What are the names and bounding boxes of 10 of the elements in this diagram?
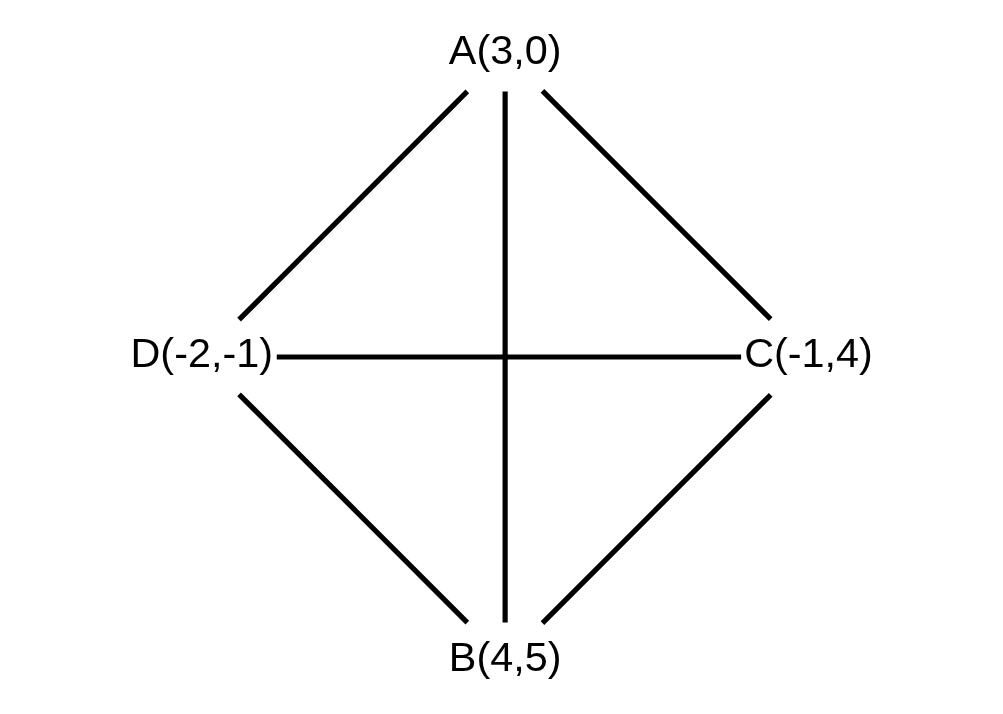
node-text: B(4,5)	[448, 633, 562, 680]
node-text: C(-1,4)	[744, 330, 873, 377]
connector	[276, 354, 742, 360]
connector	[237, 392, 470, 625]
node-text: A(3,0)	[448, 26, 562, 73]
connector	[540, 89, 773, 321]
connector	[237, 89, 470, 322]
connector	[502, 91, 508, 623]
connector	[540, 392, 773, 625]
node-text: D(-2,-1)	[130, 330, 273, 377]
